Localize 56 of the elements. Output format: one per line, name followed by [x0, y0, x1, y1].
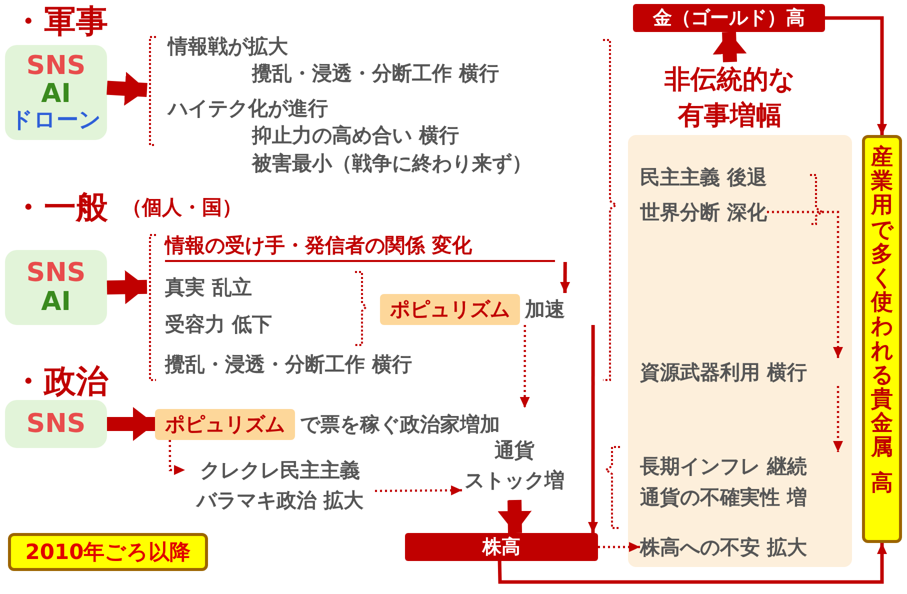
keyword-text: AI [41, 80, 71, 109]
text-label: 情報戦が拡大 [168, 33, 288, 60]
text-label: 通貨の不確実性 増 [640, 483, 848, 511]
emphasis-text: 非伝統的な有事増幅 [640, 62, 820, 134]
background-panel [628, 135, 852, 567]
keyword-text: SNS [26, 258, 86, 288]
section-heading: ・軍事 [12, 1, 108, 42]
block-arrow [107, 407, 155, 441]
keyword-text: SNS [26, 52, 86, 80]
result-box [862, 135, 902, 543]
source-box [5, 250, 107, 325]
dotted-arrow [833, 386, 844, 452]
block-arrow [106, 72, 148, 106]
text-label: 攪乱・浸透・分断工作 横行 [165, 350, 495, 378]
source-box [5, 45, 107, 140]
arrow [588, 325, 598, 533]
text-label: 株高への不安 拡大 [640, 533, 848, 561]
text-label: 受容力 低下 [165, 310, 345, 338]
keyword-text: AI [41, 288, 71, 316]
section-heading: ・政治 [12, 361, 108, 402]
keyword-text: ドローン [10, 109, 102, 134]
highlight-box: 金（ゴールド）高 [633, 4, 825, 32]
block-arrow [498, 500, 532, 534]
text-label: 世界分断 深化 [640, 198, 767, 226]
period-label: 2010年ごろ以降 [8, 533, 208, 571]
keyword-text: SNS [26, 410, 86, 438]
dotted-arrow [598, 542, 640, 552]
text-label: 資源武器利用 横行 [640, 358, 848, 386]
text-label: 通貨ストック増 [462, 435, 567, 500]
vertical-text: 高 [871, 472, 893, 497]
highlight-box: 株高 [405, 533, 598, 561]
section-heading: ・一般 [12, 187, 108, 228]
text-label: 被害最小（戦争に終わり来ず） [252, 150, 532, 177]
text-label: 抑止力の高め合い 横行 [252, 122, 459, 149]
dotted-arrow [766, 210, 844, 358]
arrow [825, 16, 887, 135]
heading-text: 情報の受け手・発信者の関係 変化 [165, 232, 575, 262]
text-label: クレクレ民主主義バラマキ政治 拡大 [185, 455, 375, 517]
arrow [498, 543, 887, 584]
dotted-arrow [168, 440, 185, 475]
dotted-arrow [520, 325, 530, 408]
text-label: ハイテク化が進行 [168, 95, 328, 122]
text-label: 攪乱・浸透・分断工作 横行 [252, 60, 499, 87]
source-box [5, 400, 107, 448]
dotted-arrow [375, 485, 462, 496]
highlight-label: ポピュリズム [155, 408, 295, 440]
arrow [560, 262, 570, 294]
block-arrow [106, 270, 148, 304]
block-arrow [712, 32, 747, 62]
text-label: 民主主義 後退 [640, 163, 810, 191]
text-label: で票を稼ぐ政治家増加 [300, 410, 500, 438]
text-label: 真実 乱立 [165, 273, 345, 301]
section-heading: （個人・国） [122, 194, 242, 221]
text-label: 加速 [525, 296, 565, 322]
text-label: 長期インフレ 継続 [640, 452, 848, 480]
vertical-text: 産業用で多く使われる貴金属 [871, 146, 893, 460]
